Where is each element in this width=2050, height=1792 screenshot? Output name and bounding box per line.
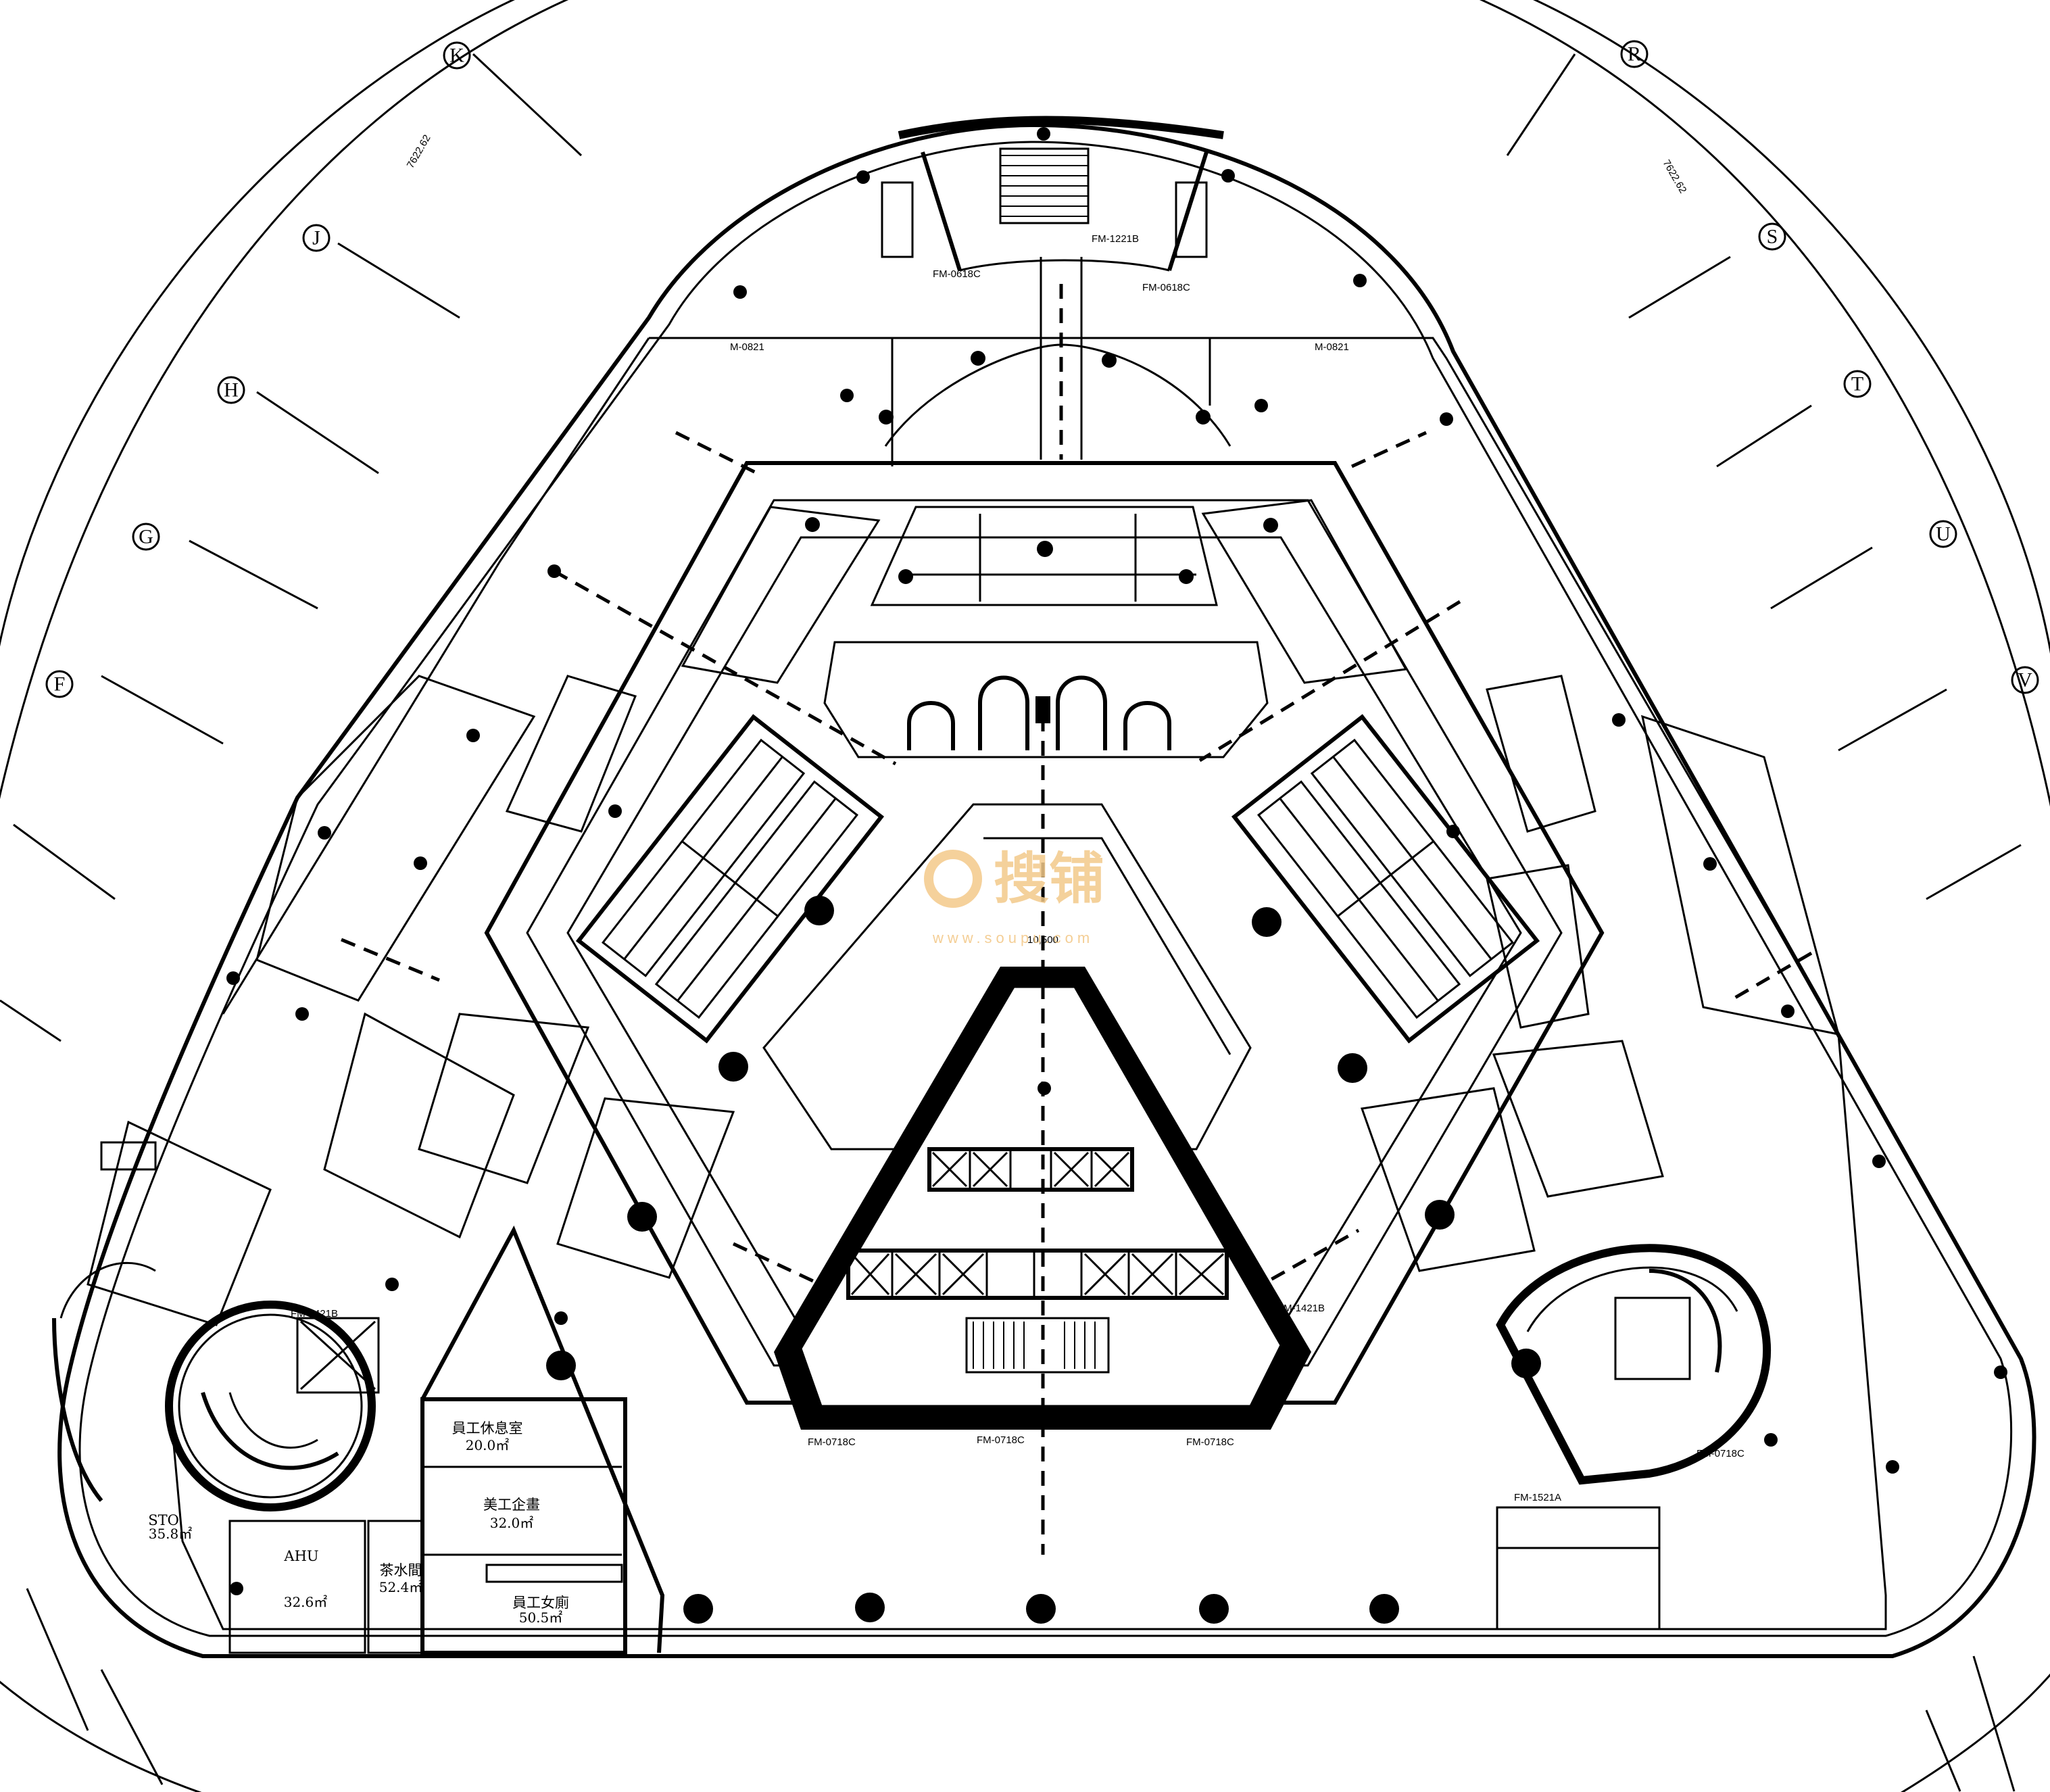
svg-text:搜铺: 搜铺 xyxy=(994,847,1104,911)
svg-text:FM-1421B: FM-1421B xyxy=(291,1308,338,1319)
svg-text:7622.62: 7622.62 xyxy=(1661,158,1689,195)
top-stair-tower xyxy=(856,116,1235,460)
svg-text:50.5㎡: 50.5㎡ xyxy=(519,1609,563,1626)
svg-text:AHU: AHU xyxy=(283,1548,318,1564)
watermark-logo-icon xyxy=(924,850,982,908)
svg-text:K: K xyxy=(449,45,464,67)
svg-text:FM-0618C: FM-0618C xyxy=(933,268,981,280)
grid-bubble-u: U xyxy=(1929,520,1957,548)
svg-text:G: G xyxy=(139,526,153,548)
left-toilet-block xyxy=(52,1120,272,1502)
grid-bubble-v: V xyxy=(2011,666,2039,694)
grid-bubble-r: R xyxy=(1620,40,1649,68)
room-sto: STO 35.8㎡ xyxy=(148,1512,192,1542)
svg-text:FM-0718C: FM-0718C xyxy=(808,1436,856,1448)
room-staff-wc-f: 員工女廁 50.5㎡ xyxy=(512,1595,569,1626)
grid-bubble-h: H xyxy=(217,376,245,404)
core-stair xyxy=(965,1317,1110,1374)
room-tea: 茶水間 52.4㎡ xyxy=(379,1562,423,1595)
svg-text:35.8㎡: 35.8㎡ xyxy=(149,1526,193,1542)
door-tags: FM-1221B FM-0618C FM-0618C FM-1421B FM-0… xyxy=(291,233,1744,1503)
central-atrium xyxy=(484,461,1605,1405)
svg-text:20.0㎡: 20.0㎡ xyxy=(466,1437,510,1453)
svg-text:J: J xyxy=(312,227,320,249)
svg-text:R: R xyxy=(1628,43,1641,66)
top-stair-treads xyxy=(1000,155,1088,217)
watermark: 搜铺 www.soupu.com xyxy=(924,847,1104,946)
room-staff-lounge: 員工休息室 20.0㎡ xyxy=(452,1420,523,1453)
svg-text:FM-1221B: FM-1221B xyxy=(1092,233,1139,245)
grid-bubble-k: K xyxy=(443,41,471,70)
building-perimeter xyxy=(57,122,2036,1658)
room-labels: 員工休息室 20.0㎡ 美工企畫 32.0㎡ 茶水間 52.4㎡ 員工女廁 50… xyxy=(148,1420,569,1626)
svg-text:FM-1421B: FM-1421B xyxy=(1277,1303,1325,1314)
grid-bubble-t: T xyxy=(1843,370,1872,398)
svg-text:32.0㎡: 32.0㎡ xyxy=(490,1515,534,1531)
svg-text:FM-0718C: FM-0718C xyxy=(977,1434,1025,1446)
escalator-right xyxy=(1231,714,1540,1044)
left-stair-drum xyxy=(165,1301,380,1511)
svg-text:茶水間: 茶水間 xyxy=(380,1562,422,1578)
svg-text:V: V xyxy=(2018,669,2032,692)
room-art-plan: 美工企畫 32.0㎡ xyxy=(483,1497,540,1531)
grid-bubble-f: F xyxy=(45,670,74,698)
svg-text:FM-0718C: FM-0718C xyxy=(1697,1448,1744,1459)
grid-bubbles: K J H G F R S T U V xyxy=(45,40,2039,698)
svg-text:7622.62: 7622.62 xyxy=(405,133,433,170)
central-core xyxy=(774,717,1311,1555)
svg-text:S: S xyxy=(1767,226,1778,248)
svg-text:M-0821: M-0821 xyxy=(730,341,764,353)
top-lobby xyxy=(649,274,1433,466)
left-back-rooms xyxy=(228,1225,665,1655)
grid-bubble-g: G xyxy=(132,523,160,551)
svg-text:H: H xyxy=(224,379,239,402)
grid-bubble-j: J xyxy=(302,224,331,252)
right-stair-drum xyxy=(1496,1244,1772,1630)
svg-text:M-0821: M-0821 xyxy=(1315,341,1349,353)
room-ahu: AHU 32.6㎡ xyxy=(283,1548,327,1610)
svg-text:美工企畫: 美工企畫 xyxy=(483,1497,540,1513)
svg-text:員工女廁: 員工女廁 xyxy=(512,1595,569,1611)
shop-bays xyxy=(255,499,1840,1279)
svg-text:52.4㎡: 52.4㎡ xyxy=(379,1579,423,1595)
dashed-rays xyxy=(341,431,1813,1293)
escalator-left xyxy=(575,714,885,1044)
svg-text:T: T xyxy=(1851,373,1863,395)
svg-text:www.soupu.com: www.soupu.com xyxy=(932,929,1094,946)
svg-text:FM-0618C: FM-0618C xyxy=(1142,282,1190,293)
svg-text:FM-1521A: FM-1521A xyxy=(1514,1492,1561,1503)
svg-text:STO: STO xyxy=(148,1512,179,1528)
svg-text:員工休息室: 員工休息室 xyxy=(452,1420,523,1436)
svg-text:10,500: 10,500 xyxy=(1027,934,1058,946)
svg-text:FM-0718C: FM-0718C xyxy=(1186,1436,1234,1448)
arched-windows xyxy=(907,675,1171,750)
elevator-bank-upper xyxy=(927,1147,1134,1192)
svg-text:32.6㎡: 32.6㎡ xyxy=(284,1594,328,1610)
elevator-bank-lower xyxy=(846,1249,1229,1300)
svg-text:F: F xyxy=(54,673,66,696)
svg-text:U: U xyxy=(1936,523,1951,546)
grid-bubble-s: S xyxy=(1758,222,1786,251)
